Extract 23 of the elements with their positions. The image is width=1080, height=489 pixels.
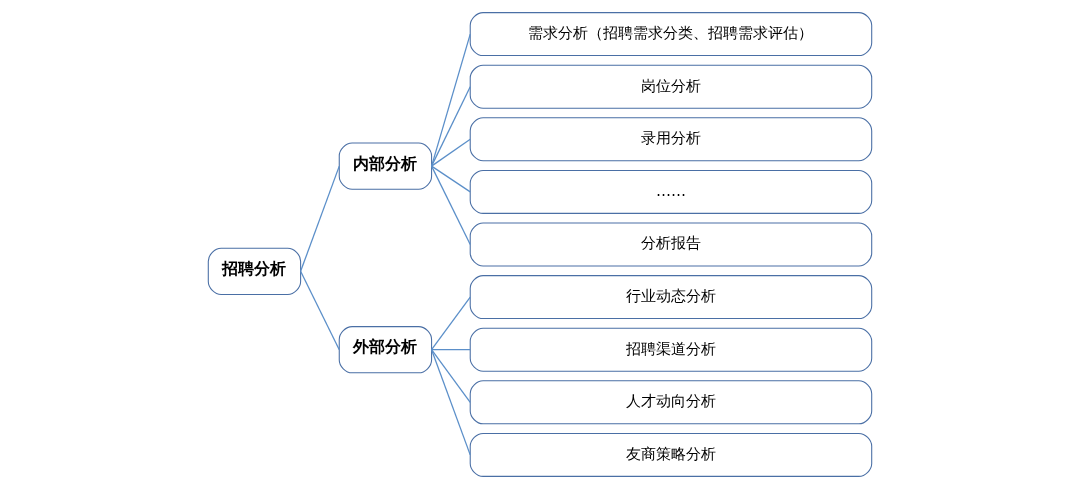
- node-box: 录用分析: [469, 117, 873, 162]
- node-box: 友商策略分析: [469, 432, 873, 477]
- connector: [430, 296, 471, 351]
- connector: [430, 33, 471, 167]
- connector: [430, 349, 471, 351]
- node-box: 岗位分析: [469, 64, 873, 109]
- node-box: 外部分析: [338, 326, 433, 374]
- node-box: 行业动态分析: [469, 275, 873, 320]
- connector: [299, 165, 340, 272]
- connector: [430, 349, 471, 456]
- node-box: 招聘渠道分析: [469, 327, 873, 372]
- node-box: 分析报告: [469, 222, 873, 267]
- node-box: 招聘分析: [207, 247, 302, 295]
- connector: [299, 270, 340, 351]
- connector: [430, 165, 471, 246]
- node-box: 人才动向分析: [469, 380, 873, 425]
- connector: [430, 349, 471, 403]
- node-box: ……: [469, 169, 873, 214]
- node-box: 内部分析: [338, 142, 433, 190]
- connector: [430, 165, 471, 193]
- connector: [430, 86, 471, 167]
- node-box: 需求分析（招聘需求分类、招聘需求评估）: [469, 12, 873, 57]
- connector: [430, 138, 471, 167]
